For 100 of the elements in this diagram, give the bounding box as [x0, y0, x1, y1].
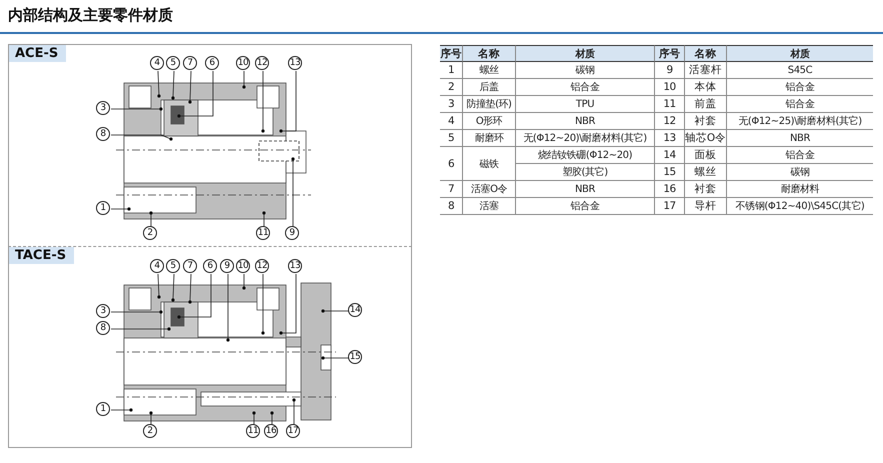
- leader-line: [110, 408, 133, 412]
- leader-line: [252, 411, 256, 426]
- part-name: 磁铁: [463, 147, 516, 181]
- part-number: 13: [655, 130, 685, 147]
- leader-line: [177, 70, 214, 118]
- leader-line: [242, 274, 246, 290]
- leader-line: [110, 107, 163, 111]
- leader-line: [188, 70, 192, 104]
- callout-number: 11: [246, 424, 260, 438]
- material-name: S45C: [727, 62, 873, 79]
- column-header: 名称: [463, 45, 516, 62]
- column-header: 材质: [727, 45, 873, 62]
- callout-number: 10: [236, 56, 250, 70]
- part-name: 后盖: [463, 79, 516, 96]
- part-name: 衬套: [685, 181, 727, 198]
- part-name: 面板: [685, 147, 727, 164]
- material-name: NBR: [516, 113, 655, 130]
- part-name: O形环: [463, 113, 516, 130]
- leader-line: [321, 356, 350, 360]
- callout-number: 11: [256, 226, 270, 240]
- part-number: 14: [655, 147, 685, 164]
- part-number: 15: [655, 164, 685, 181]
- callout-number: 5: [166, 56, 180, 70]
- callout-number: 8: [96, 127, 110, 141]
- callout-number: 12: [255, 56, 269, 70]
- material-name: 塑胶(其它): [516, 164, 655, 181]
- part-number: 12: [655, 113, 685, 130]
- part-name: 活塞杆: [685, 62, 727, 79]
- material-name: 碳钢: [516, 62, 655, 79]
- material-name: NBR: [516, 181, 655, 198]
- part-number: 7: [440, 181, 463, 198]
- leader-line: [110, 310, 163, 314]
- leader-line: [226, 274, 230, 342]
- callout-number: 9: [285, 226, 299, 240]
- part-name: 活塞O令: [463, 181, 516, 198]
- material-name: 铝合金: [727, 96, 873, 113]
- page-title: 内部结构及主要零件材质: [8, 6, 173, 25]
- callout-number: 16: [264, 424, 278, 438]
- callout-number: 13: [288, 259, 302, 273]
- leader-line: [177, 274, 212, 319]
- leader-line: [149, 211, 153, 228]
- callout-number: 2: [143, 226, 157, 240]
- material-name: 碳钢: [727, 164, 873, 181]
- callout-number: 6: [203, 259, 217, 273]
- leader-line: [157, 70, 161, 98]
- part-number: 9: [655, 62, 685, 79]
- part-number: 8: [440, 198, 463, 215]
- material-name: 无(Φ12~20)\耐磨材料(其它): [516, 130, 655, 147]
- leader-line: [279, 274, 296, 335]
- part-name: 衬套: [685, 113, 727, 130]
- part-name: 导杆: [685, 198, 727, 215]
- callout-number: 1: [96, 201, 110, 215]
- part-number: 3: [440, 96, 463, 113]
- callout-number: 6: [205, 56, 219, 70]
- callout-number: 3: [96, 304, 110, 318]
- column-header: 序号: [655, 45, 685, 62]
- part-number: 4: [440, 113, 463, 130]
- material-name: 不锈钢(Φ12~40)\S45C(其它): [727, 198, 873, 215]
- part-number: 16: [655, 181, 685, 198]
- leader-line: [292, 398, 296, 426]
- leader-line: [110, 207, 131, 211]
- column-header: 材质: [516, 45, 655, 62]
- callout-number: 13: [288, 56, 302, 70]
- leader-line: [262, 211, 266, 228]
- leader-line: [270, 411, 274, 426]
- leader-line: [171, 70, 175, 100]
- part-name: 耐磨环: [463, 130, 516, 147]
- part-name: 轴芯O令: [685, 130, 727, 147]
- material-name: NBR: [727, 130, 873, 147]
- material-name: TPU: [516, 96, 655, 113]
- leader-line: [242, 70, 246, 89]
- leader-line: [110, 134, 173, 141]
- material-name: 烧结钕铁硼(Φ12~20): [516, 147, 655, 164]
- callout-number: 17: [286, 424, 300, 438]
- callout-number: 9: [220, 259, 234, 273]
- part-number: 2: [440, 79, 463, 96]
- leader-line: [261, 70, 265, 133]
- leader-line: [321, 309, 350, 313]
- callout-number: 3: [96, 101, 110, 115]
- callout-number: 8: [96, 321, 110, 335]
- part-name: 螺丝: [463, 62, 516, 79]
- column-header: 名称: [685, 45, 727, 62]
- callout-number: 14: [348, 303, 362, 317]
- part-name: 活塞: [463, 198, 516, 215]
- part-number: 11: [655, 96, 685, 113]
- callout-number: 10: [236, 259, 250, 273]
- part-number: 5: [440, 130, 463, 147]
- leader-line: [188, 274, 192, 304]
- callout-number: 1: [96, 402, 110, 416]
- leader-line: [171, 274, 175, 302]
- leader-line: [279, 70, 296, 133]
- material-name: 铝合金: [727, 147, 873, 164]
- diagram-panel: [8, 247, 412, 448]
- part-number: 17: [655, 198, 685, 215]
- part-number: 10: [655, 79, 685, 96]
- leader-line: [291, 157, 295, 228]
- callout-number: 7: [183, 259, 197, 273]
- callout-number: 4: [150, 56, 164, 70]
- material-name: 铝合金: [516, 79, 655, 96]
- callout-number: 12: [255, 259, 269, 273]
